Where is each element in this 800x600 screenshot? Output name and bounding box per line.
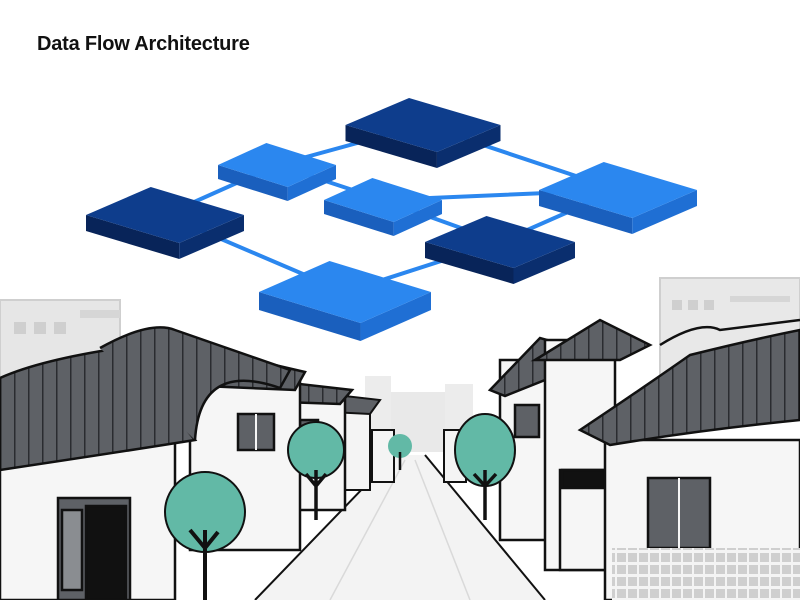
page-title: Data Flow Architecture <box>37 33 250 55</box>
node-front-face <box>86 215 180 259</box>
node-side-face <box>436 125 501 168</box>
tree-right <box>454 413 516 520</box>
node-top-face <box>539 162 697 218</box>
node-side-face <box>393 200 442 236</box>
node-top-face <box>345 98 501 152</box>
node-top-face <box>324 178 442 222</box>
node-side-face <box>513 242 575 284</box>
trees-left <box>164 421 412 600</box>
diagram-node-n7 <box>259 261 431 341</box>
node-front-face <box>345 125 437 168</box>
right-houses <box>487 318 800 600</box>
node-side-face <box>287 165 336 201</box>
node-top-face <box>218 143 336 187</box>
node-top-face <box>86 187 244 243</box>
diagram-node-n1 <box>345 98 501 168</box>
node-front-face <box>218 165 288 201</box>
node-front-face <box>259 292 361 341</box>
node-side-face <box>179 215 244 259</box>
diagram-node-n5 <box>539 162 697 234</box>
node-side-face <box>632 190 697 234</box>
diagram-node-n3 <box>86 187 244 259</box>
diagram-node-n2 <box>218 143 336 201</box>
node-top-face <box>425 216 575 268</box>
diagram-node-n6 <box>425 216 575 284</box>
node-top-face <box>259 261 431 323</box>
node-front-face <box>324 200 394 236</box>
diagram-nodes <box>86 98 697 341</box>
diagram-node-n4 <box>324 178 442 236</box>
node-front-face <box>425 242 514 284</box>
node-front-face <box>539 190 633 234</box>
node-side-face <box>360 292 431 341</box>
